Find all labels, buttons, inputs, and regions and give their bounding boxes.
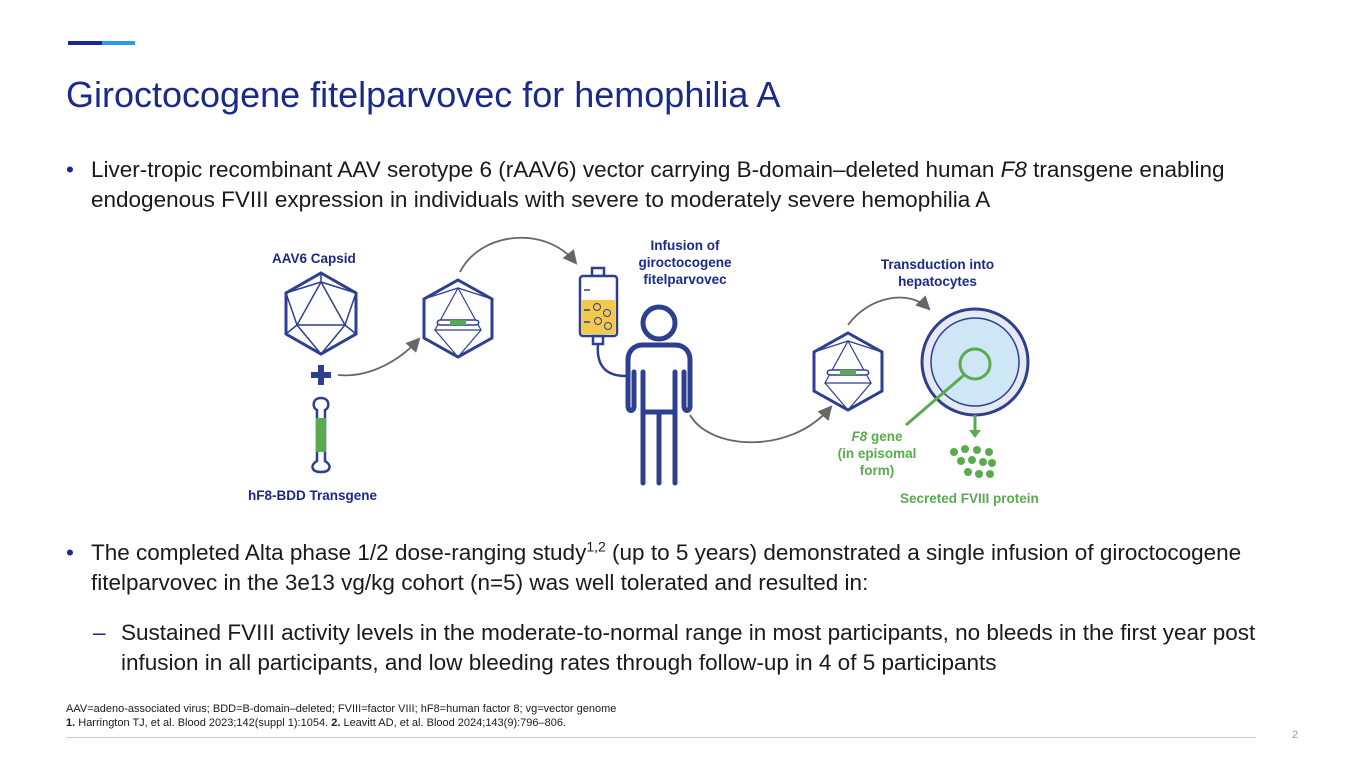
bullet-marker: • <box>66 540 74 565</box>
bullet-text-part: Liver-tropic recombinant AAV serotype 6 … <box>91 157 1001 182</box>
accent-bar-light <box>102 41 135 45</box>
f8-italic: F8 <box>851 429 868 444</box>
subbullet-marker: – <box>93 620 106 645</box>
arrow-to-infusion <box>459 236 578 273</box>
f8-gene-line: F8 gene <box>826 428 928 445</box>
bullet-text: The completed Alta phase 1/2 dose-rangin… <box>66 538 1306 598</box>
secreted-protein-label: Secreted FVIII protein <box>900 491 1039 506</box>
infusion-label-line: giroctocogene <box>638 255 732 270</box>
f8-gene-text: gene <box>867 429 903 444</box>
capsid-label: AAV6 Capsid <box>272 251 356 266</box>
bullet-text-part: (up to 5 years) demonstrated a single in… <box>91 540 1242 595</box>
bullet-marker: • <box>66 157 74 182</box>
infusion-label-line: fitelparvovec <box>643 272 727 287</box>
abbreviations: AAV=adeno-associated virus; BDD=B-domain… <box>66 703 617 715</box>
fviii-protein-icon <box>950 445 996 478</box>
episomal-line: form) <box>859 463 895 478</box>
plus-icon <box>311 365 331 385</box>
accent-bar <box>68 41 135 45</box>
episomal-line: (in episomal <box>837 446 917 461</box>
reference-text: Leavitt AD, et al. Blood 2024;143(9):796… <box>340 717 567 729</box>
transgene-icon <box>311 396 331 474</box>
iv-bag-icon <box>578 266 627 378</box>
footer-divider <box>66 737 1256 738</box>
arrow-transduction <box>847 295 931 326</box>
transduction-label-line: Transduction into <box>880 257 995 272</box>
slide-title: Giroctocogene fitelparvovec for hemophil… <box>66 74 781 115</box>
page-number: 2 <box>1292 729 1299 741</box>
arrow-assembly <box>337 337 421 377</box>
citation-superscript: 1,2 <box>586 538 606 555</box>
hepatocyte-icon <box>905 307 1030 438</box>
infusion-label-line: Infusion of <box>650 238 720 253</box>
reference-number: 1. <box>66 717 76 729</box>
capsid-empty-icon <box>284 271 358 356</box>
subbullet-text: Sustained FVIII activity levels in the m… <box>121 620 1256 675</box>
infusion-label: Infusion of giroctocogene fitelparvovec <box>620 237 750 288</box>
reference-text: Harrington TJ, et al. Blood 2023;142(sup… <box>75 717 332 729</box>
reference-number: 2. <box>331 717 341 729</box>
references: 1. Harrington TJ, et al. Blood 2023;142(… <box>66 716 616 730</box>
bullet-text-part: transgene enabling endogenous FVIII expr… <box>91 157 1225 212</box>
accent-bar-dark <box>68 41 102 45</box>
transduction-label: Transduction into hepatocytes <box>860 256 1015 290</box>
bullet-text: Liver-tropic recombinant AAV serotype 6 … <box>66 155 1306 215</box>
footnotes: AAV=adeno-associated virus; BDD=B-domain… <box>66 702 616 730</box>
transduction-label-line: hepatocytes <box>898 274 977 289</box>
capsid-in-circulation-icon <box>812 331 884 412</box>
arrow-to-liver <box>689 405 833 444</box>
transgene-label: hF8-BDD Transgene <box>248 488 378 503</box>
f8-gene-label: F8 gene (in episomal form) <box>826 428 928 479</box>
bullet-text-italic: F8 <box>1000 157 1027 182</box>
capsid-loaded-icon <box>422 278 494 359</box>
subbullet-outcomes: – Sustained FVIII activity levels in the… <box>93 618 1323 678</box>
bullet-mechanism: • Liver-tropic recombinant AAV serotype … <box>66 155 1306 215</box>
bullet-study-results: • The completed Alta phase 1/2 dose-rang… <box>66 538 1306 598</box>
bullet-text-part: The completed Alta phase 1/2 dose-rangin… <box>91 540 587 565</box>
patient-icon <box>625 304 693 486</box>
